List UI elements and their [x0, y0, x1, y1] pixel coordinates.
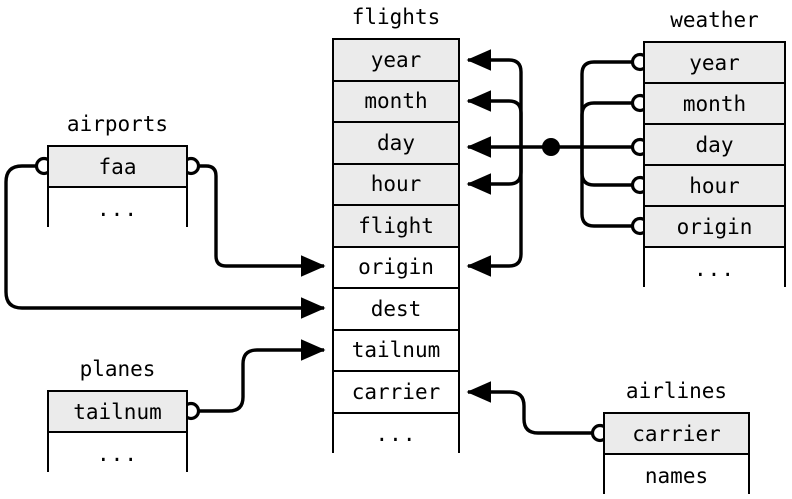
table-title-planes: planes — [79, 357, 156, 381]
column-weather-hour[interactable]: hour — [645, 166, 784, 207]
column-weather-day[interactable]: day — [645, 125, 784, 166]
column-flights-hour[interactable]: hour — [334, 164, 458, 206]
edge-weather-to-flights-origin — [466, 147, 523, 277]
column-airports-more[interactable]: ... — [49, 188, 186, 229]
column-airlines-names[interactable]: names — [605, 455, 748, 496]
edge-airlines-carrier-to-flights-carrier — [466, 381, 595, 435]
edge-weather-to-flights-month — [466, 90, 523, 147]
column-weather-more[interactable]: ... — [645, 248, 784, 289]
table-title-airports: airports — [66, 112, 169, 136]
table-title-weather: weather — [670, 8, 759, 32]
edge-weather-to-flights-year — [466, 49, 523, 147]
table-title-flights: flights — [351, 5, 441, 29]
column-flights-more[interactable]: ... — [334, 413, 458, 455]
entity-table-airports[interactable]: faa... — [47, 145, 188, 229]
column-flights-origin[interactable]: origin — [334, 247, 458, 289]
edge-junction-to-weather-origin — [580, 147, 635, 228]
column-airports-faa[interactable]: faa — [49, 147, 186, 188]
column-flights-year[interactable]: year — [334, 40, 458, 82]
column-weather-month[interactable]: month — [645, 84, 784, 125]
column-flights-dest[interactable]: dest — [334, 289, 458, 331]
edge-junction-to-weather-hour — [580, 147, 635, 187]
edge-weather-to-flights-hour — [466, 147, 523, 195]
column-weather-origin[interactable]: origin — [645, 207, 784, 248]
column-airlines-carrier[interactable]: carrier — [605, 414, 748, 455]
column-flights-carrier[interactable]: carrier — [334, 372, 458, 414]
edge-junction-to-weather-month — [580, 101, 635, 147]
column-flights-tailnum[interactable]: tailnum — [334, 330, 458, 372]
column-weather-year[interactable]: year — [645, 43, 784, 84]
entity-table-planes[interactable]: tailnum... — [47, 390, 188, 474]
table-title-airlines: airlines — [625, 379, 728, 403]
column-planes-more[interactable]: ... — [49, 433, 186, 474]
column-flights-day[interactable]: day — [334, 123, 458, 165]
edge-junction-to-weather-year — [580, 60, 635, 147]
composite-key-junction-dot — [542, 138, 560, 156]
column-flights-flight[interactable]: flight — [334, 206, 458, 248]
edge-planes-tailnum-to-flights-tailnum — [196, 339, 326, 413]
column-planes-tailnum[interactable]: tailnum — [49, 392, 186, 433]
edge-airports-faa-to-flights-origin — [196, 164, 326, 277]
column-flights-month[interactable]: month — [334, 81, 458, 123]
